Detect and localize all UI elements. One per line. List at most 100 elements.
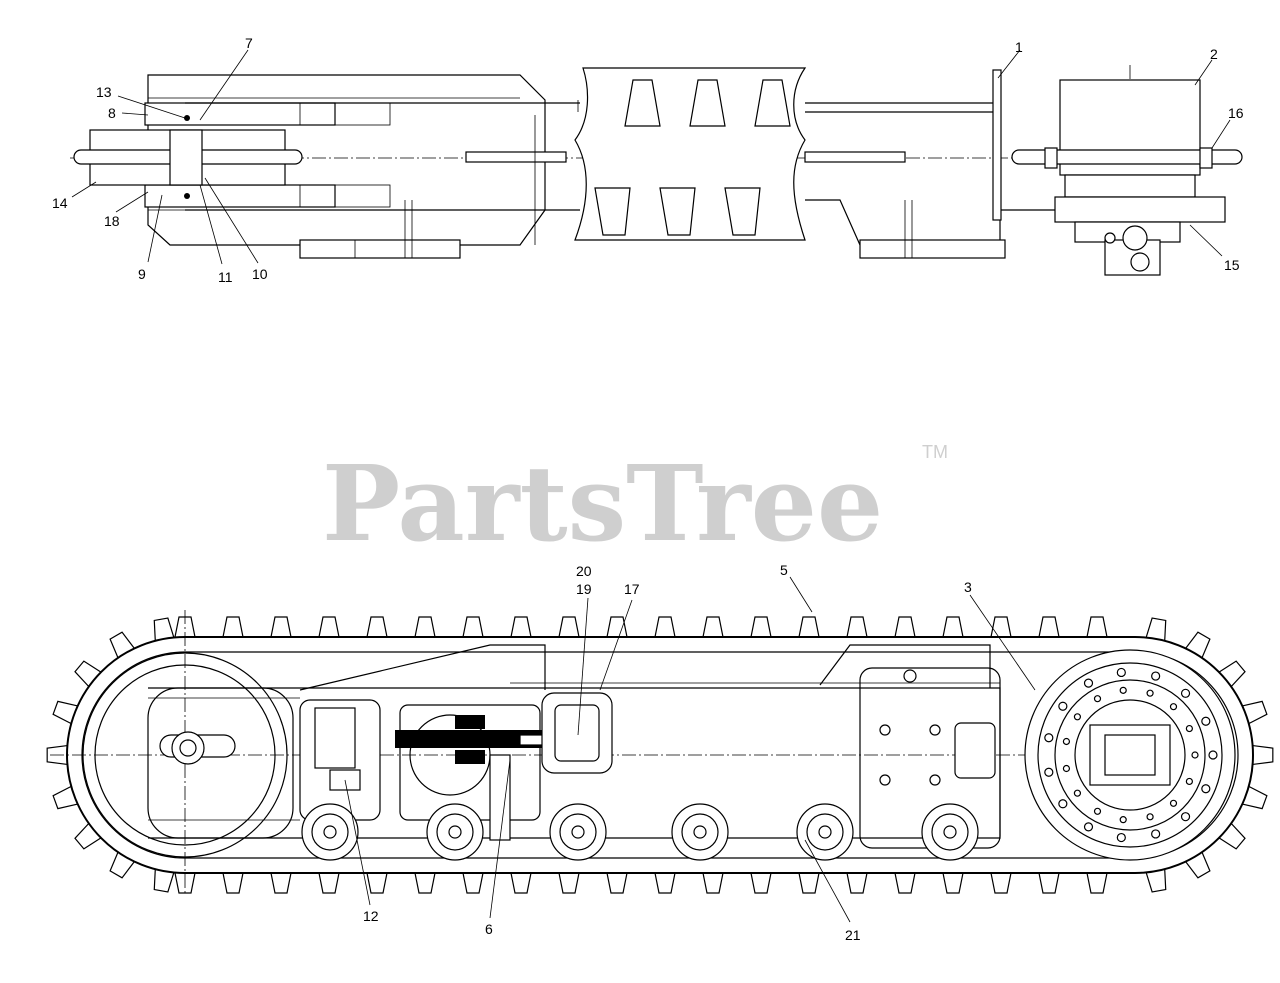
bolt: [1191, 751, 1199, 759]
track-rollers: [301, 803, 979, 861]
track-tooth: [606, 872, 628, 894]
callout-16: 16: [1228, 105, 1244, 121]
track-tooth: [52, 785, 78, 810]
track-tooth: [1145, 869, 1167, 893]
track-tooth: [990, 872, 1012, 894]
roller-hub: [931, 813, 969, 851]
bolt: [1151, 671, 1161, 681]
track-tooth: [1038, 616, 1060, 638]
callout-3: 3: [964, 579, 972, 595]
callout-labels: 1 2 3 5 6 7 8 9 10 11 12 13 14 15 16 17 …: [52, 35, 1244, 943]
callout-20: 20: [576, 563, 592, 579]
bolt: [1119, 816, 1127, 824]
bolt: [1201, 716, 1211, 726]
bolt: [1093, 807, 1102, 815]
track-tooth: [153, 617, 175, 641]
track-tooth: [750, 616, 772, 638]
track-tooth: [846, 616, 868, 638]
roller-axle: [571, 825, 585, 839]
track-tooth: [74, 822, 102, 850]
bolt: [1169, 799, 1178, 807]
bolt: [1180, 688, 1191, 698]
bolt: [1169, 703, 1178, 711]
roller-hub: [806, 813, 844, 851]
track-tooth: [702, 872, 724, 894]
bolt: [1073, 713, 1082, 721]
roller-hub: [311, 813, 349, 851]
bolt: [1116, 667, 1126, 678]
track-tooth: [318, 616, 340, 638]
bolt: [1201, 784, 1211, 794]
track-tooth: [222, 616, 244, 638]
bolt: [1062, 764, 1071, 773]
track-tooth: [1218, 660, 1246, 688]
callout-15: 15: [1224, 257, 1240, 273]
roller-axle: [943, 825, 957, 839]
roller-axle: [693, 825, 707, 839]
bolt: [1116, 832, 1126, 843]
track-tooth: [942, 872, 964, 894]
bolt: [1180, 812, 1191, 822]
bolt: [1185, 724, 1193, 733]
callout-17: 17: [624, 581, 640, 597]
track-tooth: [798, 616, 820, 638]
roller-axle: [323, 825, 337, 839]
track-tooth: [1086, 616, 1108, 638]
track-tooth: [270, 616, 292, 638]
track-tooth: [74, 660, 102, 688]
track-tooth: [1242, 700, 1268, 725]
track-tooth: [462, 872, 484, 894]
track-tooth: [318, 872, 340, 894]
callout-13: 13: [96, 84, 112, 100]
bolt: [1151, 829, 1161, 839]
callout-19: 19: [576, 581, 592, 597]
callout-11: 11: [218, 269, 233, 285]
roller-axle: [448, 825, 462, 839]
track-tooth: [654, 872, 676, 894]
track-tooth: [798, 872, 820, 894]
bolt: [1146, 813, 1154, 821]
callout-18: 18: [104, 213, 120, 229]
bolt: [1044, 733, 1054, 743]
roller-hub: [436, 813, 474, 851]
sprocket-bolts: [1044, 667, 1218, 843]
roller-hub: [681, 813, 719, 851]
track-tooth: [1145, 617, 1167, 641]
track-tooth: [1242, 785, 1268, 810]
callout-1: 1: [1015, 39, 1023, 55]
track-tooth: [462, 616, 484, 638]
callout-14: 14: [52, 195, 68, 211]
track-tooth: [366, 872, 388, 894]
track-tooth: [414, 616, 436, 638]
bolt: [1083, 822, 1094, 832]
bolt: [1208, 750, 1218, 760]
callout-7: 7: [245, 35, 253, 51]
bolt: [1119, 686, 1127, 694]
track-tooth: [942, 616, 964, 638]
track-tooth: [894, 872, 916, 894]
track-tooth: [750, 872, 772, 894]
callout-6: 6: [485, 921, 493, 937]
callout-21: 21: [845, 927, 861, 943]
bolt: [1185, 777, 1193, 786]
bolt: [1073, 789, 1082, 797]
track-tooth: [1252, 744, 1274, 766]
top-view: [70, 65, 1243, 276]
roller-axle: [818, 825, 832, 839]
callout-8: 8: [108, 105, 116, 121]
bolt: [1083, 678, 1094, 688]
track-tooth: [1038, 872, 1060, 894]
callout-10: 10: [252, 266, 268, 282]
bolt: [1058, 701, 1068, 711]
bolt: [1146, 689, 1154, 697]
track-tooth: [990, 616, 1012, 638]
track-tooth: [654, 616, 676, 638]
bolt: [1093, 695, 1102, 703]
track-teeth: [46, 616, 1274, 894]
track-tooth: [1086, 872, 1108, 894]
callout-2: 2: [1210, 46, 1218, 62]
track-tooth: [702, 616, 724, 638]
callout-5: 5: [780, 562, 788, 578]
track-tooth: [846, 872, 868, 894]
